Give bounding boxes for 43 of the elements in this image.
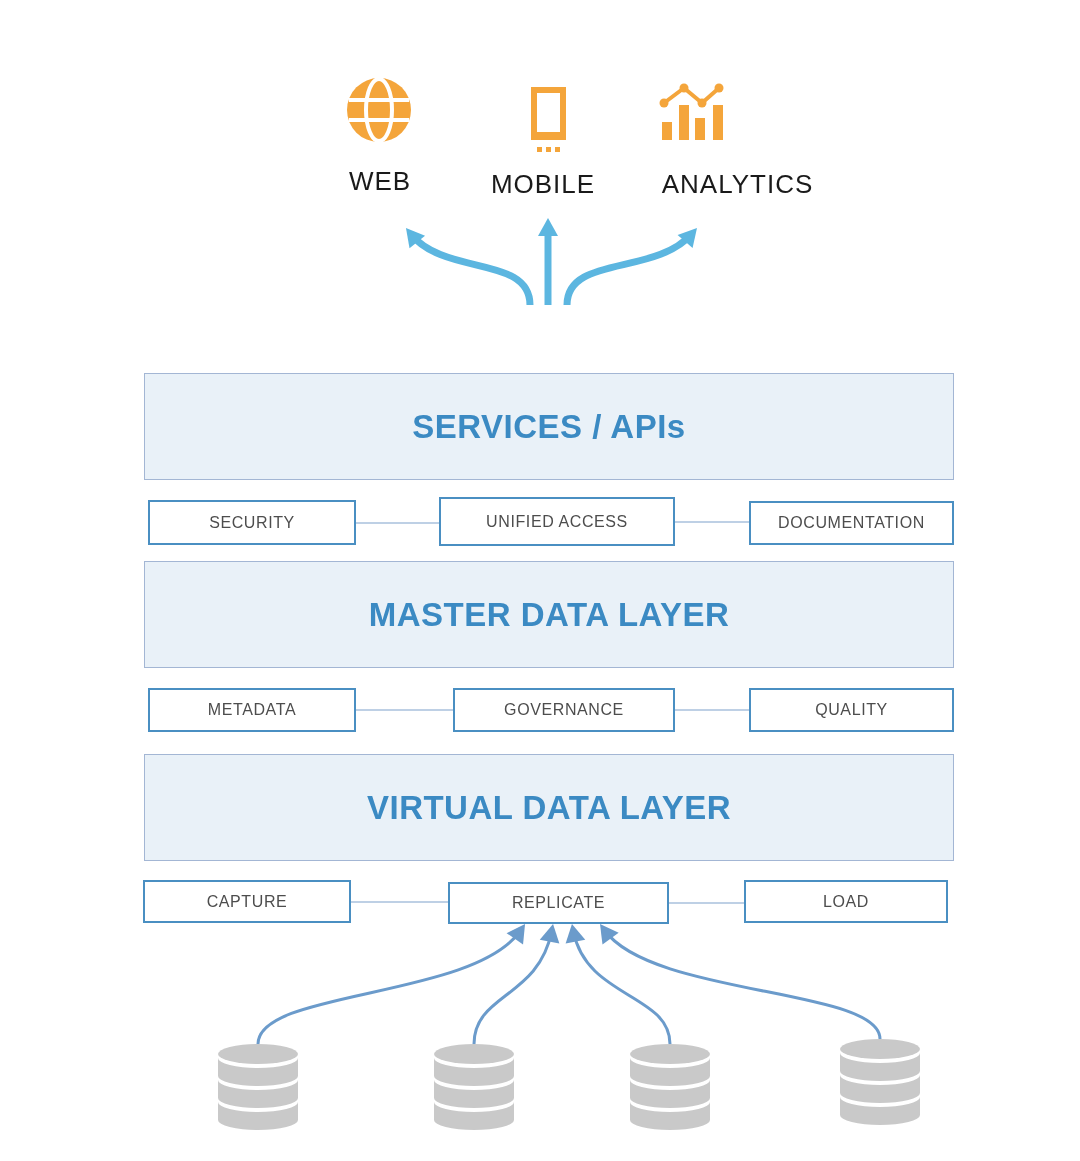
layer-panel: [144, 754, 954, 861]
layer-title: MASTER DATA LAYER: [368, 595, 730, 634]
arrow: [405, 228, 534, 306]
connector-line: [350, 901, 449, 903]
component-box: [448, 882, 669, 924]
component-box: [749, 501, 954, 545]
component-label: DOCUMENTATION: [778, 514, 925, 532]
connector-line: [674, 709, 750, 711]
layer-title: VIRTUAL DATA LAYER: [366, 788, 732, 827]
arrow: [256, 924, 527, 1045]
component-label: CAPTURE: [206, 892, 288, 911]
component-label: QUALITY: [815, 701, 888, 719]
component-box: [143, 880, 351, 923]
database-cylinder: [840, 1039, 920, 1125]
component-box: [148, 500, 356, 545]
component-box: [148, 688, 356, 732]
database-cylinder: [630, 1044, 710, 1130]
component-label: METADATA: [207, 701, 297, 719]
arrow: [566, 924, 672, 1045]
component-box: [453, 688, 675, 732]
component-label: GOVERNANCE: [504, 701, 624, 719]
channel-label: ANALYTICS: [660, 169, 815, 199]
channel-label: WEB: [347, 166, 413, 196]
arrow: [563, 228, 698, 306]
arrow: [472, 924, 559, 1045]
layer-panel: [144, 373, 954, 480]
layer-title: SERVICES / APIs: [412, 407, 686, 446]
connector-line: [674, 521, 750, 523]
layer-panel: [144, 561, 954, 668]
component-label: REPLICATE: [511, 894, 606, 912]
component-label: SECURITY: [209, 513, 295, 532]
database-cylinder: [434, 1044, 514, 1130]
connector-line: [355, 522, 440, 524]
connector-line: [355, 709, 454, 711]
database-cylinder: [218, 1044, 298, 1130]
component-box: [744, 880, 948, 923]
component-box: [749, 688, 954, 732]
arrow: [598, 924, 882, 1040]
component-box: [439, 497, 675, 546]
component-label: UNIFIED ACCESS: [486, 512, 628, 531]
connector-line: [668, 902, 745, 904]
channel-label: MOBILE: [489, 169, 597, 199]
component-label: LOAD: [823, 892, 869, 911]
